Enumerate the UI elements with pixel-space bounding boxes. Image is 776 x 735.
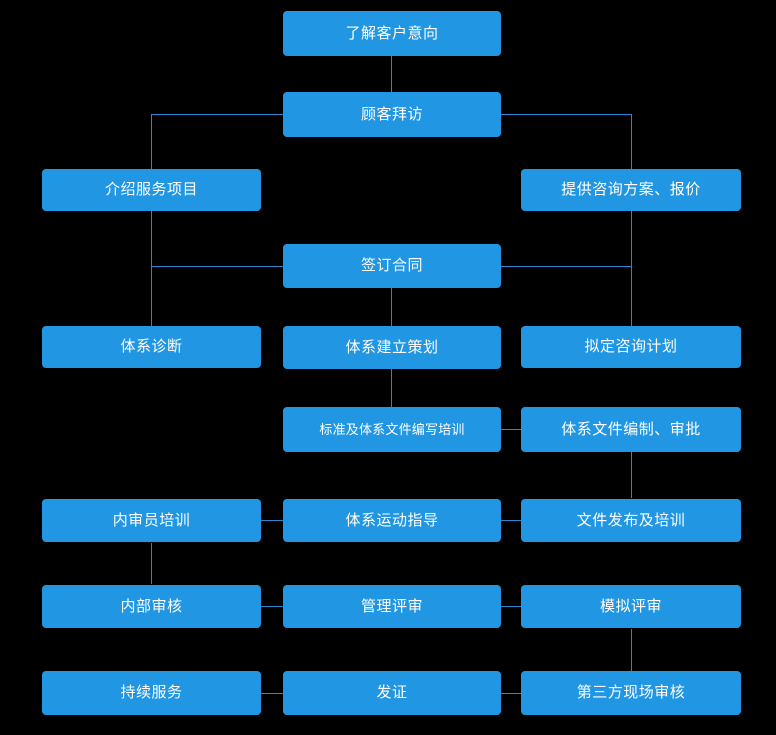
node-understand-customer-intent[interactable]: 了解客户意向 bbox=[283, 11, 501, 56]
connector-n18-n17-horizontal bbox=[261, 693, 283, 694]
node-simulated-review[interactable]: 模拟评审 bbox=[521, 585, 741, 628]
connector-n7-n9-vertical bbox=[391, 369, 392, 408]
connector-n4-n5-vertical bbox=[631, 210, 632, 266]
node-sign-contract[interactable]: 签订合同 bbox=[283, 244, 501, 288]
connector-n2-n3-horizontal bbox=[151, 114, 284, 115]
node-third-party-onsite-audit[interactable]: 第三方现场审核 bbox=[521, 671, 741, 715]
connector-n2-n3-vertical bbox=[151, 114, 152, 170]
node-standard-and-system-document-writing-training[interactable]: 标准及体系文件编写培训 bbox=[283, 407, 501, 452]
node-issue-certificate[interactable]: 发证 bbox=[283, 671, 501, 715]
connector-n3-n5-vertical bbox=[151, 210, 152, 266]
node-continuous-service[interactable]: 持续服务 bbox=[42, 671, 261, 715]
connector-n3-n6-vertical bbox=[151, 266, 152, 327]
node-system-document-compilation-approval[interactable]: 体系文件编制、审批 bbox=[521, 407, 741, 452]
connector-n1-n2 bbox=[391, 55, 392, 93]
node-introduce-service-items[interactable]: 介绍服务项目 bbox=[42, 169, 261, 211]
connector-n14-n15-horizontal bbox=[261, 606, 283, 607]
connector-n10-n13-vertical bbox=[631, 452, 632, 498]
node-internal-audit[interactable]: 内部审核 bbox=[42, 585, 261, 628]
node-system-operation-guidance[interactable]: 体系运动指导 bbox=[283, 499, 501, 542]
connector-n15-n16-horizontal bbox=[501, 606, 522, 607]
connector-n4-n8-vertical bbox=[631, 266, 632, 327]
connector-n19-n18-horizontal bbox=[501, 693, 522, 694]
node-document-release-and-training[interactable]: 文件发布及培训 bbox=[521, 499, 741, 542]
connector-n12-n11-horizontal bbox=[261, 520, 283, 521]
connector-n16-n19-vertical bbox=[631, 629, 632, 671]
node-draft-consulting-plan[interactable]: 拟定咨询计划 bbox=[521, 326, 741, 368]
connector-n5-n7-vertical bbox=[391, 288, 392, 327]
connector-n13-n12-horizontal bbox=[501, 520, 522, 521]
connector-n3-n5-horizontal bbox=[151, 266, 284, 267]
node-customer-visit[interactable]: 顾客拜访 bbox=[283, 92, 501, 137]
node-internal-auditor-training[interactable]: 内审员培训 bbox=[42, 499, 261, 542]
connector-n2-n4-vertical bbox=[631, 114, 632, 170]
connector-n11-n14-vertical bbox=[151, 543, 152, 584]
node-system-establishment-planning[interactable]: 体系建立策划 bbox=[283, 326, 501, 369]
node-management-review[interactable]: 管理评审 bbox=[283, 585, 501, 628]
connector-n4-n5-horizontal bbox=[501, 266, 632, 267]
connector-n9-n10-horizontal bbox=[501, 429, 522, 430]
connector-n2-n4-horizontal bbox=[501, 114, 632, 115]
node-system-diagnosis[interactable]: 体系诊断 bbox=[42, 326, 261, 368]
node-provide-consulting-proposal-quote[interactable]: 提供咨询方案、报价 bbox=[521, 169, 741, 211]
